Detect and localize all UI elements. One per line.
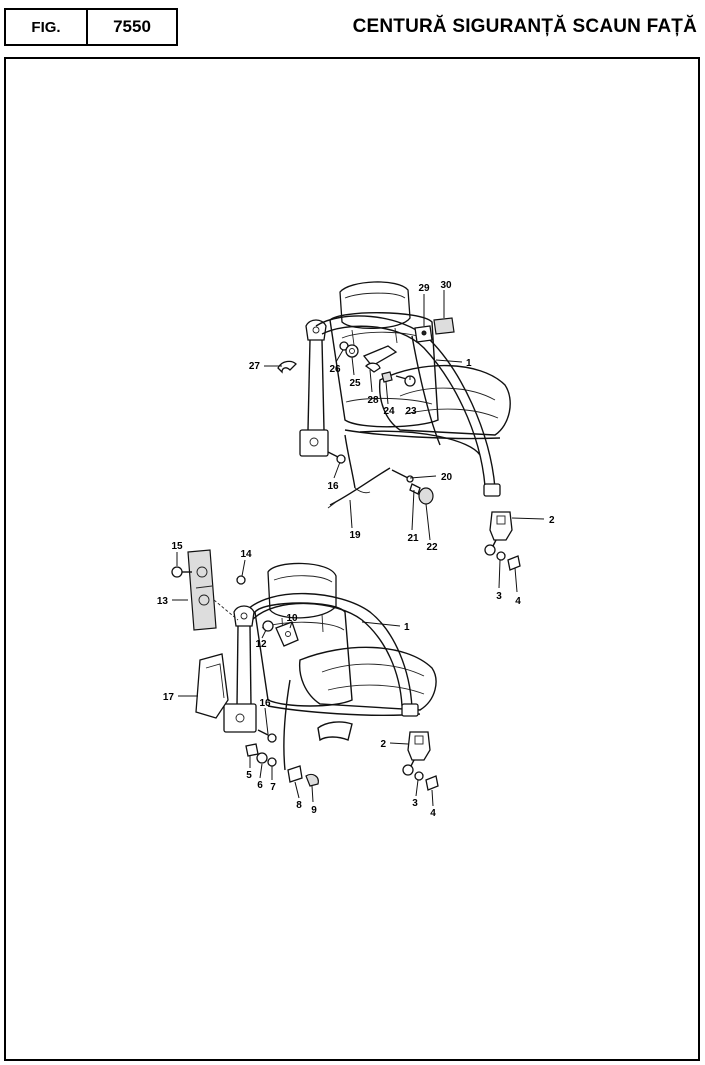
figure-number: 7550 [113,17,151,36]
callout-4: 4 [515,596,521,607]
callout-27: 27 [249,361,261,372]
callout-8: 8 [296,800,302,811]
callout-9: 9 [311,805,317,816]
callout-12: 12 [255,639,267,650]
callout-19: 19 [349,530,361,541]
callout-24: 24 [383,406,395,417]
figure-id-box: FIG. 7550 [4,8,178,46]
page-title: CENTURĂ SIGURANȚĂ SCAUN FAȚĂ [352,16,697,37]
callout-14: 14 [240,549,252,560]
callout-16: 16 [327,481,339,492]
upper-seat-assembly [277,281,521,571]
callout-1: 1 [404,622,410,633]
callout-17: 17 [163,692,175,703]
callout-3: 3 [412,798,418,809]
callout-3: 3 [496,591,502,602]
callout-10: 10 [286,613,298,624]
callout-5: 5 [246,770,252,781]
callout-25: 25 [349,378,361,389]
callout-2: 2 [380,739,386,750]
callout-23: 23 [405,406,417,417]
leader-lines [172,290,545,807]
callout-1: 1 [466,358,472,369]
callout-28: 28 [367,395,379,406]
callout-15: 15 [171,541,183,552]
callout-21: 21 [407,533,419,544]
callout-20: 20 [441,472,453,483]
callout-4: 4 [430,808,436,819]
callout-2: 2 [549,515,555,526]
lower-seat-assembly [171,549,439,791]
callouts-top: 29 30 1 27 26 25 28 24 23 16 20 19 21 22… [249,280,555,607]
callout-16: 16 [259,698,271,709]
figure-label: FIG. [6,10,88,44]
diagram-frame [4,57,700,1061]
callout-22: 22 [426,542,438,553]
callout-7: 7 [270,782,276,793]
callout-13: 13 [157,596,169,607]
callout-26: 26 [329,364,341,375]
callout-6: 6 [257,780,263,791]
callout-29: 29 [418,283,430,294]
callout-30: 30 [440,280,452,291]
callouts-bottom: 15 14 13 1 10 12 17 16 5 6 7 8 9 2 3 4 [157,541,436,819]
